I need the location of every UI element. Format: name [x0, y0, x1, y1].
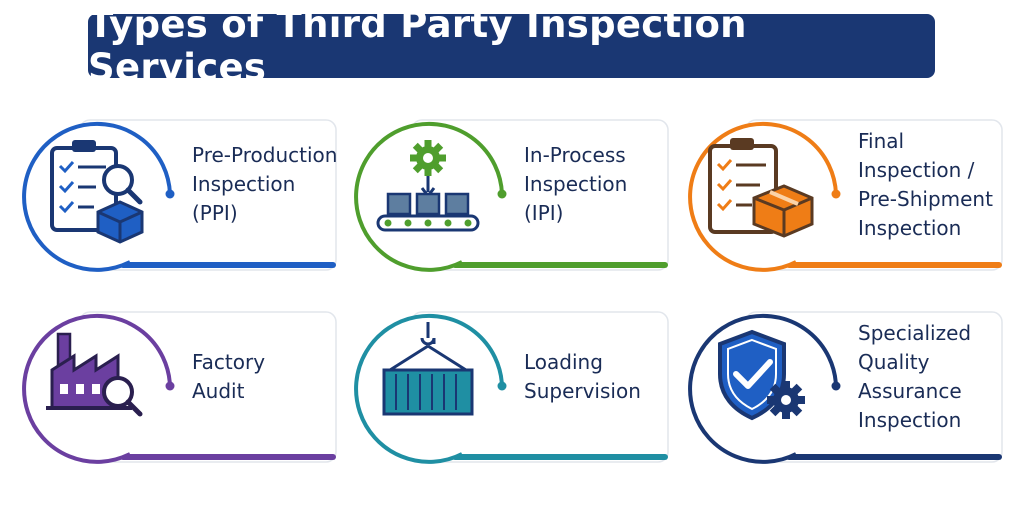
service-label: Loading Supervision — [524, 349, 641, 403]
service-label: Factory Audit — [192, 349, 266, 403]
crane-container-icon — [382, 322, 474, 416]
service-card-factory-audit: Factory Audit — [20, 304, 338, 464]
service-label: Pre-Production Inspection (PPI) — [192, 143, 338, 225]
factory-magnifier-icon — [46, 332, 143, 417]
service-label: Specialized Quality Assurance Inspection — [858, 320, 972, 432]
shield-check-gear-icon — [718, 329, 805, 421]
service-card-ipi: In-Process Inspection (IPI) — [352, 112, 670, 272]
service-card-specialized-qa: Specialized Quality Assurance Inspection — [686, 304, 1004, 464]
title-banner: Types of Third Party Inspection Services — [88, 3, 935, 89]
page-title: Types of Third Party Inspection Services — [88, 3, 747, 89]
clipboard-magnifier-box-icon — [50, 140, 144, 244]
service-label: Final Inspection / Pre-Shipment Inspecti… — [858, 128, 993, 240]
service-label: In-Process Inspection (IPI) — [524, 143, 628, 225]
clipboard-package-icon — [708, 138, 814, 238]
card-frame — [688, 119, 1003, 272]
gear-conveyor-icon — [376, 140, 480, 232]
service-card-psi: Final Inspection / Pre-Shipment Inspecti… — [686, 112, 1004, 272]
service-card-loading-supervision: Loading Supervision — [352, 304, 670, 464]
service-card-ppi: Pre-Production Inspection (PPI) — [20, 112, 338, 272]
